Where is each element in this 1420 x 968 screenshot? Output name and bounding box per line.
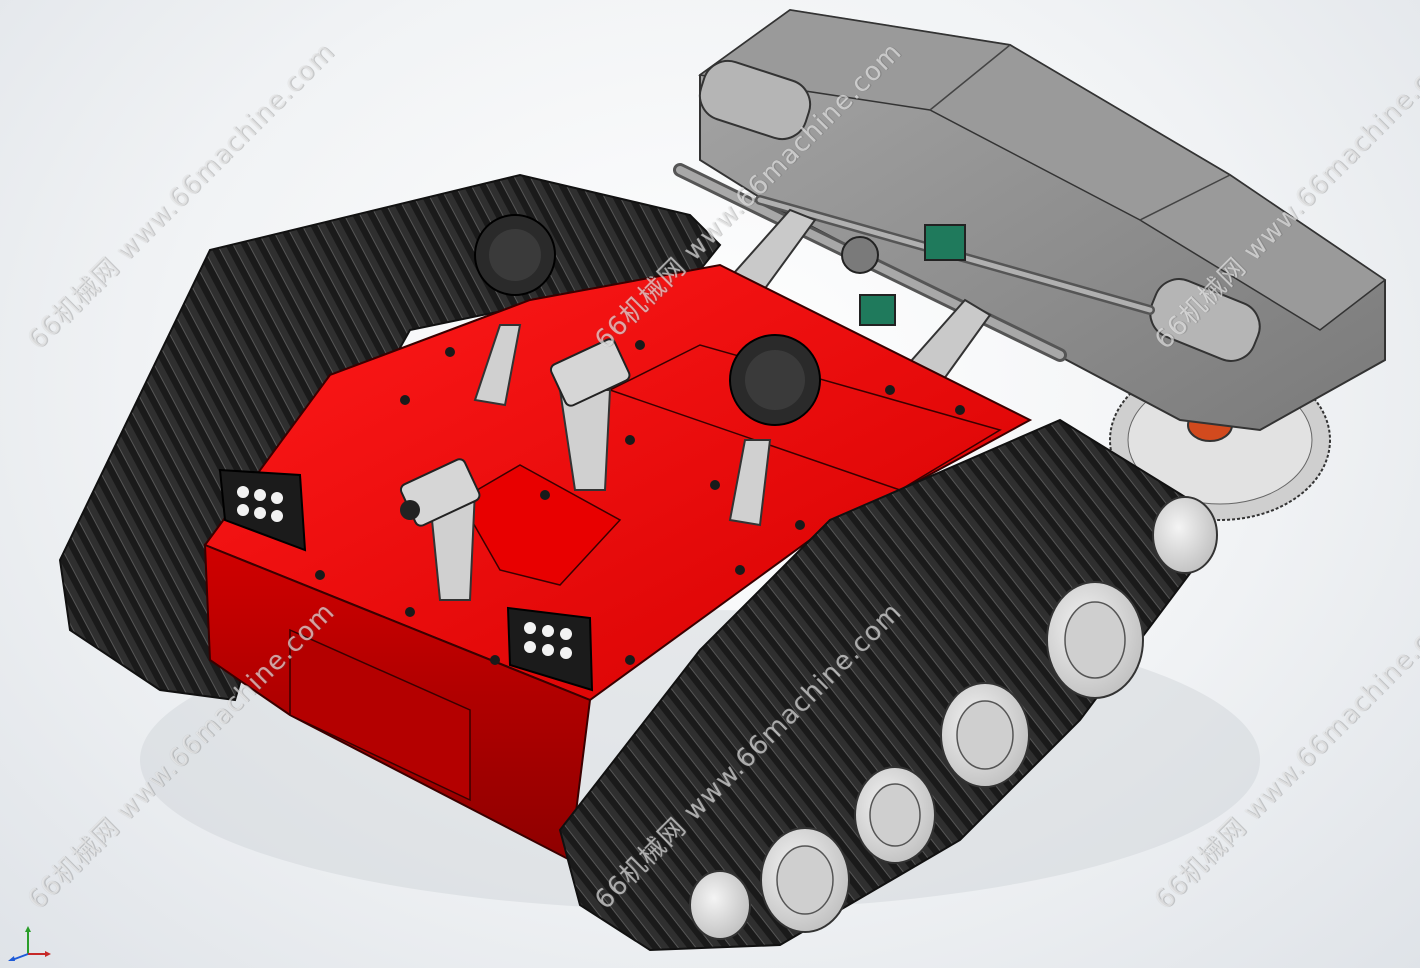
led-lights <box>218 468 594 692</box>
chassis-body <box>203 263 1033 862</box>
camera-mounts <box>399 214 821 601</box>
road-wheels <box>689 496 1218 940</box>
xyz-axis-icon <box>8 926 51 961</box>
cutter-housing <box>698 8 1387 432</box>
